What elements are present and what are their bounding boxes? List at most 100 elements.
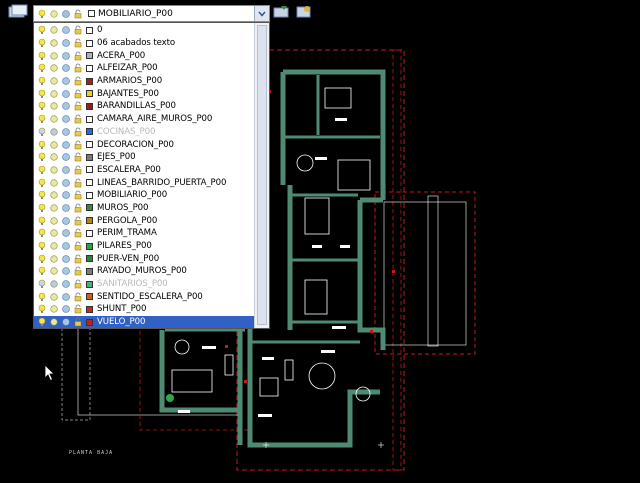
bulb-icon[interactable] [37,190,47,200]
bulb-icon[interactable] [37,317,47,327]
lock-icon[interactable] [73,228,83,238]
viewport-freeze-icon[interactable] [61,178,71,188]
freeze-icon[interactable] [49,304,59,314]
layer-row[interactable]: 0 [34,24,255,37]
viewport-freeze-icon[interactable] [61,279,71,289]
layer-row[interactable]: LINEAS_BARRIDO_PUERTA_P00 [34,176,255,189]
freeze-icon[interactable] [49,228,59,238]
layer-row[interactable]: VUELO_P00 [34,315,255,328]
layer-row[interactable]: 06 acabados texto [34,37,255,50]
viewport-freeze-icon[interactable] [61,216,71,226]
bulb-icon[interactable] [37,25,47,35]
bulb-icon[interactable] [37,241,47,251]
viewport-freeze-icon[interactable] [61,38,71,48]
viewport-freeze-icon[interactable] [61,203,71,213]
viewport-freeze-icon[interactable] [61,254,71,264]
lock-icon[interactable] [73,101,83,111]
layer-row[interactable]: SHUNT_P00 [34,303,255,316]
layer-combo[interactable]: MOBILIARIO_P00 [33,5,270,22]
lock-icon[interactable] [73,254,83,264]
layer-row[interactable]: ALFEIZAR_P00 [34,62,255,75]
freeze-icon[interactable] [49,63,59,73]
freeze-icon[interactable] [49,254,59,264]
lock-icon[interactable] [73,89,83,99]
lock-icon[interactable] [73,51,83,61]
lock-icon[interactable] [73,63,83,73]
lock-icon[interactable] [73,190,83,200]
layer-row[interactable]: PUER-VEN_P00 [34,252,255,265]
layer-previous-icon[interactable] [295,4,313,20]
freeze-icon[interactable] [49,203,59,213]
viewport-freeze-icon[interactable] [61,304,71,314]
layer-row[interactable]: COCINAS_P00 [34,126,255,139]
bulb-icon[interactable] [37,203,47,213]
freeze-icon[interactable] [49,266,59,276]
viewport-freeze-icon[interactable] [61,317,71,327]
bulb-icon[interactable] [37,292,47,302]
layer-row[interactable]: BARANDILLAS_P00 [34,100,255,113]
make-current-layer-icon[interactable] [273,4,291,20]
viewport-freeze-icon[interactable] [61,114,71,124]
layer-row[interactable]: SANITARIOS_P00 [34,278,255,291]
freeze-icon[interactable] [49,178,59,188]
bulb-icon[interactable] [37,127,47,137]
freeze-icon[interactable] [49,152,59,162]
freeze-icon[interactable] [49,89,59,99]
viewport-freeze-icon[interactable] [61,63,71,73]
freeze-icon[interactable] [49,38,59,48]
layer-manager-icon[interactable] [8,4,28,20]
freeze-icon[interactable] [49,279,59,289]
lock-icon[interactable] [73,165,83,175]
lock-icon[interactable] [73,152,83,162]
lock-icon[interactable] [73,266,83,276]
layer-row[interactable]: DECORACION_P00 [34,138,255,151]
layer-row[interactable]: ESCALERA_P00 [34,164,255,177]
lock-icon[interactable] [73,304,83,314]
lock-icon[interactable] [73,38,83,48]
bulb-icon[interactable] [37,76,47,86]
layer-row[interactable]: SENTIDO_ESCALERA_P00 [34,290,255,303]
bulb-icon[interactable] [37,165,47,175]
viewport-freeze-icon[interactable] [61,51,71,61]
freeze-icon[interactable] [49,51,59,61]
freeze-icon[interactable] [49,190,59,200]
freeze-icon[interactable] [49,76,59,86]
lock-icon[interactable] [73,25,83,35]
bulb-icon[interactable] [37,228,47,238]
layer-row[interactable]: PILARES_P00 [34,240,255,253]
viewport-freeze-icon[interactable] [61,190,71,200]
bulb-icon[interactable] [37,114,47,124]
viewport-freeze-icon[interactable] [61,101,71,111]
freeze-icon[interactable] [49,241,59,251]
bulb-icon[interactable] [37,266,47,276]
freeze-icon[interactable] [49,165,59,175]
freeze-icon[interactable] [49,292,59,302]
lock-icon[interactable] [73,292,83,302]
viewport-freeze-icon[interactable] [61,152,71,162]
viewport-freeze-icon[interactable] [61,89,71,99]
bulb-icon[interactable] [37,152,47,162]
bulb-icon[interactable] [37,38,47,48]
freeze-icon[interactable] [49,216,59,226]
lock-icon[interactable] [73,140,83,150]
freeze-icon[interactable] [49,317,59,327]
bulb-icon[interactable] [37,279,47,289]
viewport-freeze-icon[interactable] [61,228,71,238]
freeze-icon[interactable] [49,25,59,35]
bulb-icon[interactable] [37,89,47,99]
layer-row[interactable]: PERGOLA_P00 [34,214,255,227]
bulb-icon[interactable] [37,254,47,264]
viewport-freeze-icon[interactable] [61,165,71,175]
dropdown-scrollbar[interactable] [254,23,269,328]
freeze-icon[interactable] [49,114,59,124]
viewport-freeze-icon[interactable] [61,292,71,302]
layer-row[interactable]: PERIM_TRAMA [34,227,255,240]
layer-row[interactable]: ACERA_P00 [34,49,255,62]
bulb-icon[interactable] [37,178,47,188]
freeze-icon[interactable] [49,101,59,111]
bulb-icon[interactable] [37,51,47,61]
bulb-icon[interactable] [37,101,47,111]
bulb-icon[interactable] [37,140,47,150]
